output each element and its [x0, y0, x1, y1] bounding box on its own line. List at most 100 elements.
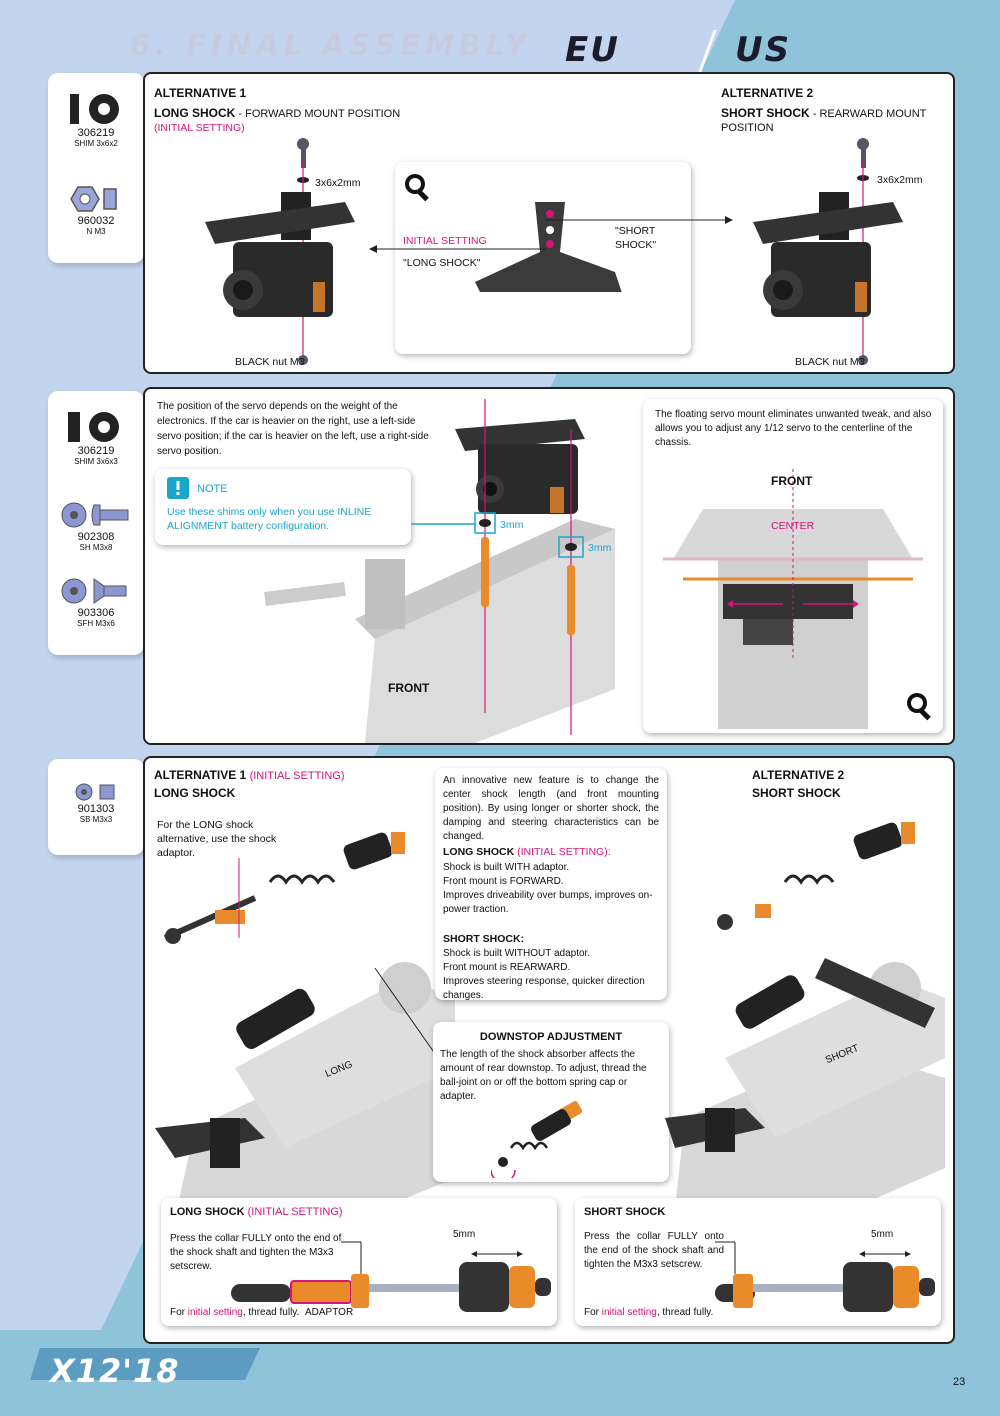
footer-logo: X12'18 — [50, 1352, 180, 1390]
alt2-desc: - REARWARD MOUNT POSITION — [721, 108, 927, 134]
long-shock-chassis-illustration — [155, 832, 455, 1248]
nut-label-left: BLACK nut M3 — [235, 356, 305, 368]
long-box-dim: 5mm — [453, 1229, 476, 1240]
info-short-title: SHORT SHOCK: — [443, 933, 525, 945]
alt1-title: ALTERNATIVE 1 — [154, 768, 247, 782]
setscrew-icon — [75, 783, 115, 801]
note-text: Use these shims only when you use INLINE… — [167, 505, 407, 533]
parts-box-1: 306219 SHIM 3x6x2 960032 N M3 — [48, 73, 144, 263]
info-long-initial: (INITIAL SETTING): — [517, 846, 611, 858]
part-screw-sfh: 903306 SFH M3x6 — [46, 575, 146, 628]
long-box-text: Press the collar FULLY onto the end of t… — [170, 1233, 342, 1272]
detail-box-floating-mount: The floating servo mount eliminates unwa… — [643, 399, 943, 733]
alt1-initial: (INITIAL SETTING) — [249, 770, 345, 782]
alt2-title: ALTERNATIVE 2 — [721, 86, 814, 100]
nut-icon — [70, 186, 117, 212]
alt1-title-line: ALTERNATIVE 1 (INITIAL SETTING) — [154, 768, 345, 782]
short-box-for-hl: initial setting — [601, 1307, 657, 1318]
short-shock-collar-illustration — [715, 1241, 935, 1312]
long-shock-adaptor-illustration — [231, 1241, 551, 1312]
panel-servo-mount-alternatives: ALTERNATIVE 1 LONG SHOCK - FORWARD MOUNT… — [143, 72, 955, 374]
info-long-line: Shock is built WITH adaptor. — [443, 862, 570, 873]
panel-shock-alternatives: ALTERNATIVE 1 (INITIAL SETTING) LONG SHO… — [143, 756, 955, 1344]
detail-magnifier-icon — [907, 693, 931, 721]
alt1-desc: - FORWARD MOUNT POSITION — [235, 108, 401, 120]
part-number: 902308 — [77, 531, 115, 543]
info-long-title: LONG SHOCK — [443, 846, 515, 858]
info-intro: An innovative new feature is to change t… — [443, 775, 659, 842]
part-number: 306219 — [77, 127, 115, 139]
eu-logo: EU — [565, 30, 620, 70]
leader-arrows — [369, 216, 733, 253]
floating-mount-text: The floating servo mount eliminates unwa… — [655, 409, 932, 448]
front-label: FRONT — [388, 681, 430, 695]
info-box-shock-length: An innovative new feature is to change t… — [435, 768, 667, 1001]
long-box-heading: LONG SHOCK (INITIAL SETTING) — [170, 1206, 343, 1218]
part-shim: 306219 SHIM 3x6x3 — [46, 409, 146, 466]
note-text-highlight: INLINE ALIGNMENT — [167, 506, 372, 532]
detail-front-label: FRONT — [771, 474, 813, 488]
detail-short-shock: "SHORT SHOCK" — [615, 225, 657, 251]
short-box-text: Press the collar FULLY onto the end of t… — [584, 1231, 724, 1270]
alt1-name: LONG SHOCK — [154, 786, 236, 800]
downstop-shock-illustration — [491, 1101, 583, 1178]
nut-label-right: BLACK nut M3 — [795, 356, 865, 368]
alt1-title: ALTERNATIVE 1 — [154, 86, 247, 100]
long-box-initial: (INITIAL SETTING) — [247, 1206, 343, 1218]
alt2-name: SHORT SHOCK — [752, 786, 841, 800]
detail-box-mount-plate: INITIAL SETTING "LONG SHOCK" "SHORT SHOC… — [395, 162, 691, 354]
note-text-pre: Use these shims only when you use — [167, 506, 338, 518]
adaptor-label: ADAPTOR — [305, 1307, 354, 1318]
shim-label-2: 3mm — [588, 542, 612, 554]
info-long-heading: LONG SHOCK (INITIAL SETTING): — [443, 846, 611, 858]
page-number: 23 — [953, 1376, 966, 1388]
parts-box-2: 306219 SHIM 3x6x3 902308 SH M3x8 903306 … — [48, 391, 144, 655]
info-short-line: Front mount is REARWARD. — [443, 962, 571, 973]
detail-long-shock: "LONG SHOCK" — [403, 257, 481, 269]
part-name: SHIM 3x6x2 — [74, 139, 118, 148]
part-setscrew: 901303 SB M3x3 — [46, 781, 146, 824]
part-nut: 960032 N M3 — [46, 183, 146, 236]
servo-assembly-long-illustration — [205, 138, 355, 365]
part-screw-sh: 902308 SH M3x8 — [46, 499, 146, 552]
short-box-for-pre: For — [584, 1307, 602, 1318]
shim-label-left: 3x6x2mm — [315, 177, 361, 189]
alt1-note: For the LONG shock alternative, use the … — [157, 819, 277, 859]
shim-icon — [70, 94, 119, 124]
info-short-line: Improves steering response, quicker dire… — [443, 976, 645, 1001]
long-shock-box: LONG SHOCK (INITIAL SETTING) Press the c… — [161, 1198, 557, 1326]
part-name: N M3 — [86, 227, 106, 236]
detail-initial-setting: INITIAL SETTING — [403, 235, 487, 247]
page-title: 6. FINAL ASSEMBLY — [130, 28, 532, 62]
alt1-heading: LONG SHOCK - FORWARD MOUNT POSITION — [154, 106, 400, 120]
alt1-initial: (INITIAL SETTING) — [154, 122, 245, 134]
panel-servo-position: The position of the servo depends on the… — [143, 387, 955, 745]
alt1-name: LONG SHOCK — [154, 106, 236, 120]
part-number: 903306 — [77, 607, 115, 619]
short-box-dim: 5mm — [871, 1229, 894, 1240]
short-shock-chassis-illustration — [665, 822, 945, 1238]
flat-head-screw-icon — [61, 578, 127, 604]
chassis-servo-illustration — [264, 399, 615, 743]
short-box-for: For initial setting, thread fully. — [584, 1306, 713, 1320]
part-shim: 306219 SHIM 3x6x2 — [46, 91, 146, 148]
note-title: NOTE — [197, 483, 228, 495]
downstop-text: The length of the shock absorber affects… — [440, 1049, 647, 1102]
downstop-box: DOWNSTOP ADJUSTMENT The length of the sh… — [433, 1022, 669, 1182]
part-name: SHIM 3x6x3 — [74, 457, 118, 466]
short-box-title: SHORT SHOCK — [584, 1206, 666, 1218]
shim-icon — [68, 412, 119, 442]
mount-plate-illustration — [473, 202, 647, 302]
short-shock-box: SHORT SHOCK Press the collar FULLY onto … — [575, 1198, 941, 1326]
long-box-for-pre: For — [170, 1307, 188, 1318]
alt2-heading: SHORT SHOCK - REARWARD MOUNT POSITION — [721, 106, 953, 134]
servo-assembly-short-illustration — [753, 138, 903, 365]
info-long-line: Improves driveability over bumps, improv… — [443, 890, 653, 915]
floating-mount-illustration — [663, 469, 923, 729]
alt2-title: ALTERNATIVE 2 — [752, 768, 845, 782]
center-label: CENTER — [771, 520, 815, 532]
part-name: SFH M3x6 — [77, 619, 115, 628]
note-box: NOTE Use these shims only when you use I… — [155, 469, 411, 545]
note-icon — [167, 477, 189, 499]
alt2-name: SHORT SHOCK — [721, 106, 810, 120]
